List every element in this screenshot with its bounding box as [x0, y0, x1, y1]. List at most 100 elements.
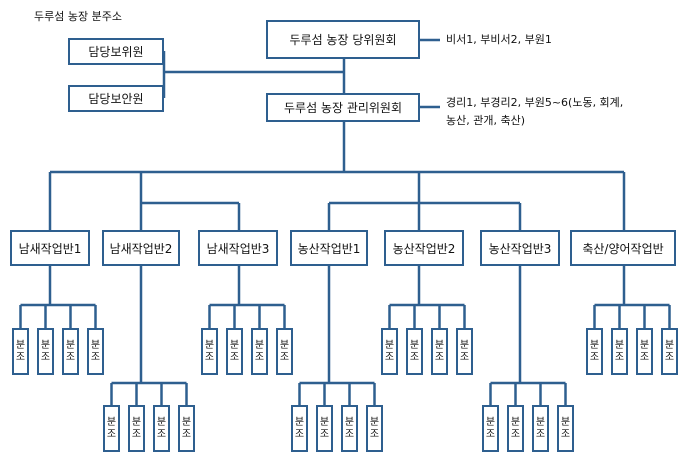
squad-label-char: 조 — [90, 351, 101, 363]
squad-label-char: 조 — [434, 351, 445, 363]
squad-label-char: 분 — [156, 416, 167, 428]
work-team-box: 농산작업반2 — [384, 230, 464, 266]
squad-label-char: 조 — [384, 351, 395, 363]
management-committee-note-line: 경리1, 부경리2, 부원5~6(노동, 회계, — [446, 96, 624, 109]
squad-label-char: 분 — [560, 416, 571, 428]
squad-label-char: 조 — [65, 351, 76, 363]
squad-label-char: 분 — [65, 339, 76, 351]
squad-label-char: 조 — [589, 351, 600, 363]
squad-label-char: 조 — [485, 428, 496, 440]
work-team-box: 농산작업반3 — [480, 230, 560, 266]
officer-box: 담당보위원 — [68, 38, 164, 65]
squad-label-char: 분 — [344, 416, 355, 428]
squad-label-char: 분 — [614, 339, 625, 351]
squad-label-char: 분 — [639, 339, 650, 351]
work-team-box: 남새작업반2 — [102, 230, 180, 266]
squad-label-char: 조 — [510, 428, 521, 440]
work-team-box: 농산작업반1 — [290, 230, 368, 266]
squad-label-char: 조 — [664, 351, 675, 363]
squad-label-char: 조 — [40, 351, 51, 363]
squad-label-char: 조 — [614, 351, 625, 363]
squad-label-char: 분 — [510, 416, 521, 428]
squad-label-char: 조 — [229, 351, 240, 363]
squad-label-char: 조 — [535, 428, 546, 440]
squad-label-char: 분 — [485, 416, 496, 428]
squad-label-char: 조 — [560, 428, 571, 440]
squad-label-char: 분 — [254, 339, 265, 351]
squad-label-char: 분 — [294, 416, 305, 428]
squad-label-char: 분 — [131, 416, 142, 428]
squad-label-char: 분 — [40, 339, 51, 351]
squad-label-char: 조 — [294, 428, 305, 440]
squad-label-char: 조 — [459, 351, 470, 363]
squad-label-char: 조 — [204, 351, 215, 363]
squad-label-char: 분 — [664, 339, 675, 351]
squad-label-char: 조 — [279, 351, 290, 363]
squad-label-char: 분 — [204, 339, 215, 351]
squad-label-char: 조 — [639, 351, 650, 363]
squad-label-char: 조 — [156, 428, 167, 440]
squad-label-char: 분 — [106, 416, 117, 428]
squad-label-char: 조 — [15, 351, 26, 363]
squad-label-char: 조 — [181, 428, 192, 440]
squad-label-char: 분 — [319, 416, 330, 428]
squad-label-char: 조 — [409, 351, 420, 363]
squad-label-char: 분 — [589, 339, 600, 351]
squad-label-char: 조 — [344, 428, 355, 440]
branch-office-title: 두루섬 농장 분주소 — [34, 10, 122, 23]
squad-label-char: 분 — [409, 339, 420, 351]
work-team-box: 남새작업반3 — [198, 230, 278, 266]
squad-label-char: 분 — [181, 416, 192, 428]
squad-label-char: 분 — [229, 339, 240, 351]
squad-label-char: 분 — [15, 339, 26, 351]
squad-label-char: 분 — [369, 416, 380, 428]
squad-label-char: 조 — [106, 428, 117, 440]
work-team-box: 남새작업반1 — [10, 230, 90, 266]
squad-label-char: 분 — [384, 339, 395, 351]
work-team-box: 축산/양어작업반 — [570, 230, 676, 266]
management-committee-note-line: 농산, 관개, 축산) — [446, 114, 525, 127]
party-committee-note: 비서1, 부비서2, 부원1 — [446, 33, 552, 46]
squad-label-char: 조 — [131, 428, 142, 440]
management-committee-box: 두루섬 농장 관리위원회 — [266, 93, 420, 122]
officer-box: 담당보안원 — [68, 85, 164, 112]
squad-label-char: 조 — [369, 428, 380, 440]
squad-label-char: 조 — [254, 351, 265, 363]
party-committee-box: 두루섬 농장 당위원회 — [266, 20, 420, 59]
squad-label-char: 분 — [459, 339, 470, 351]
squad-label-char: 분 — [279, 339, 290, 351]
squad-label-char: 분 — [90, 339, 101, 351]
squad-label-char: 분 — [434, 339, 445, 351]
squad-label-char: 분 — [535, 416, 546, 428]
